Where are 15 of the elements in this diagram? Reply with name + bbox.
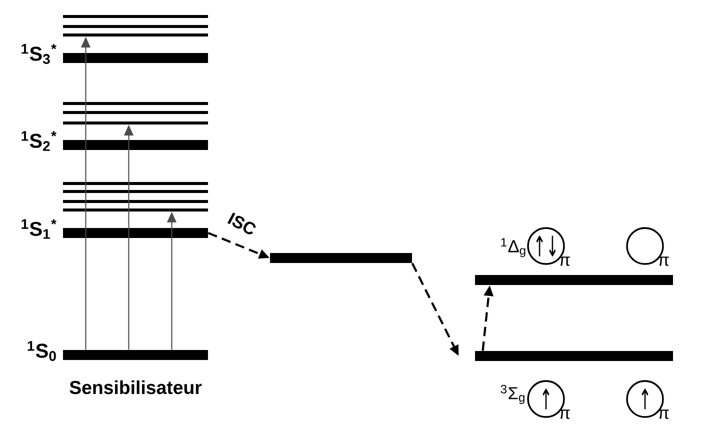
energy-level: $^{1}$S$_{3}$* <box>22 44 208 64</box>
node-label: $^{1}$Δ$_{g}$ <box>501 238 526 258</box>
energy-level: $^{1}$S$_{2}$* <box>22 131 208 151</box>
node-label: $^{3}$Σ$_{g}$ <box>500 384 524 404</box>
energy-level <box>63 34 208 36</box>
energy-level <box>63 122 208 124</box>
node-label: $^{1}$S$_{2}$* <box>22 131 56 151</box>
node-label: $^{1}$S$_{3}$* <box>22 44 56 64</box>
energy-level: $^{1}$S$_{1}$* <box>22 219 208 239</box>
node-label: Sensibilisateur <box>70 380 202 394</box>
energy-level: Sensibilisateur $^{1}$S$_{0}$ <box>28 341 208 394</box>
node-label: $^{1}$S$_{0}$ <box>28 341 56 361</box>
edge-label: ISC <box>224 210 260 238</box>
node-label: $^{1}$S$_{1}$* <box>22 219 56 239</box>
energy-level <box>63 208 208 212</box>
